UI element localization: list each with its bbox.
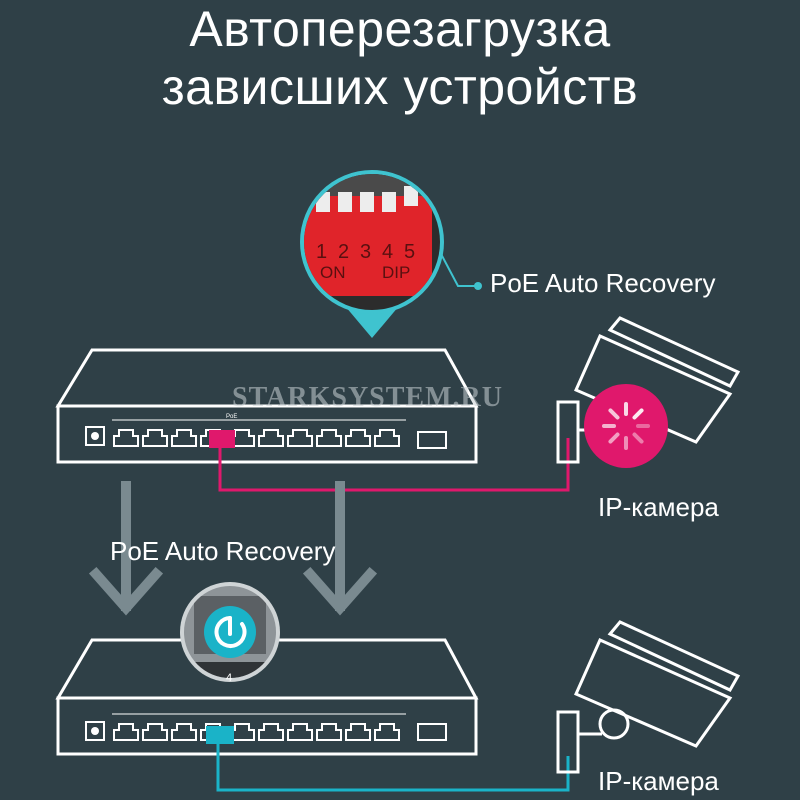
power-port-icon	[85, 426, 105, 446]
ethernet-port-icon	[171, 429, 197, 447]
camera-bottom-mount	[556, 710, 580, 774]
recovery-label: PoE Auto Recovery	[110, 536, 336, 566]
sfp-slot-icon	[417, 431, 447, 449]
dip-number-3: 3	[360, 241, 371, 263]
ethernet-port-icon	[345, 723, 371, 741]
ethernet-port-icon	[258, 429, 284, 447]
ethernet-port-icon	[287, 429, 313, 447]
camera-bottom	[556, 620, 741, 774]
ethernet-port-icon	[345, 429, 371, 447]
dip-feature-label: PoE Auto Recovery	[490, 268, 716, 298]
switch-top-active-port	[209, 430, 235, 448]
cable-teal	[216, 744, 570, 792]
dip-switch-body	[304, 196, 432, 296]
spinner-tick	[632, 408, 644, 420]
ethernet-port-icon	[374, 429, 400, 447]
port-zoom: 4	[180, 582, 280, 684]
spinner-tick	[632, 432, 644, 444]
ethernet-port-icon	[113, 723, 139, 741]
camera-top-label: IP-камера	[598, 492, 719, 522]
switch-top-front	[56, 404, 478, 464]
spinner-tick	[608, 432, 620, 444]
spinner-tick	[608, 408, 620, 420]
switch-top-ports	[113, 429, 400, 447]
dip-toggle-2	[338, 192, 352, 212]
dip-toggle-4	[382, 192, 396, 212]
loading-spinner-icon	[584, 384, 668, 468]
camera-top	[556, 316, 741, 468]
ethernet-port-icon	[316, 723, 342, 741]
camera-top-body	[574, 334, 733, 444]
dip-number-2: 2	[338, 241, 349, 263]
dip-number-1: 1	[316, 241, 327, 263]
dip-label: DIP	[382, 263, 410, 282]
ethernet-port-icon	[287, 723, 313, 741]
camera-lens-icon	[598, 708, 630, 740]
dip-number-4: 4	[382, 241, 393, 263]
camera-bottom-body	[574, 638, 733, 748]
ethernet-port-icon	[171, 723, 197, 741]
ethernet-port-icon	[142, 429, 168, 447]
camera-top-mount	[556, 400, 580, 464]
page-title-line-2: зависших устройств	[161, 59, 639, 115]
recovery-arrows	[88, 481, 378, 616]
power-port-icon	[85, 721, 105, 741]
cable-pink	[218, 438, 570, 492]
dip-toggle-3	[360, 192, 374, 212]
dip-number-5: 5	[404, 241, 415, 263]
switch-bottom	[55, 638, 479, 756]
page-title-line-1: Автоперезагрузка	[189, 1, 611, 57]
ethernet-port-icon	[258, 723, 284, 741]
ethernet-port-icon	[113, 429, 139, 447]
ethernet-port-icon	[374, 723, 400, 741]
arrow-left-head	[88, 566, 164, 616]
ethernet-port-icon	[142, 723, 168, 741]
dip-leader-line	[439, 251, 478, 287]
switch-bottom-front	[56, 696, 478, 756]
sfp-slot-icon	[417, 723, 447, 741]
watermark: STARKSYSTEM.RU	[232, 382, 503, 413]
camera-bottom-label: IP-камера	[598, 766, 719, 796]
port-zoom-number: 4	[226, 672, 232, 684]
switch-bottom-active-port	[206, 726, 234, 744]
arrow-right-head	[302, 566, 378, 616]
ethernet-port-icon	[316, 429, 342, 447]
dip-toggle-5	[404, 186, 418, 206]
dip-on-label: ON	[320, 263, 346, 282]
switch-top: PoE	[55, 348, 479, 464]
dip-switch-zoom: 1 2 3 4 5 ON DIP	[300, 170, 482, 338]
poe-label: PoE	[226, 414, 237, 420]
dip-leader-dot	[474, 282, 482, 290]
switch-bottom-ports	[113, 723, 400, 741]
